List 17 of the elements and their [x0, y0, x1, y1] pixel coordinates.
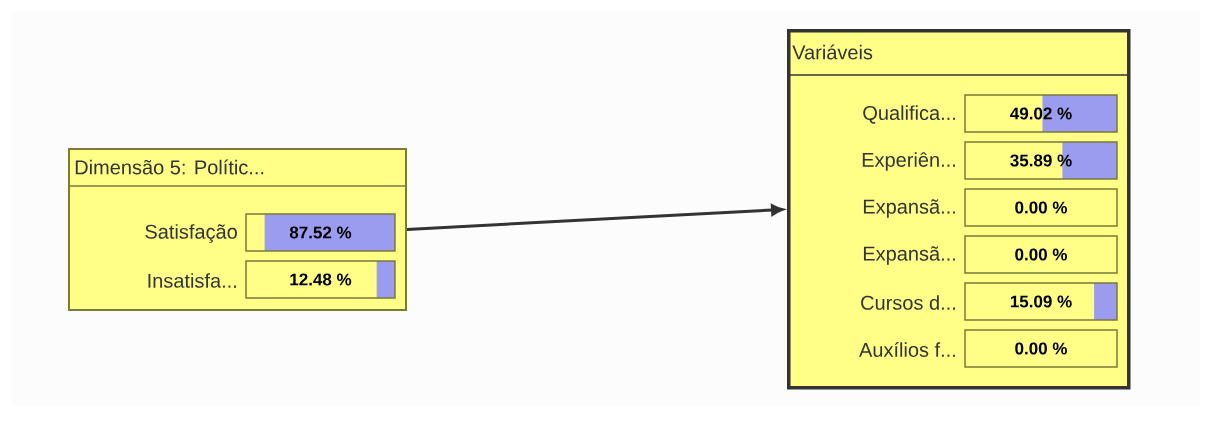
row-label: Qualifica...	[863, 105, 955, 124]
row-label: Satisfação	[145, 224, 237, 243]
row-label: Experiên...	[862, 152, 955, 171]
probability-bar: 0.00 %	[964, 235, 1118, 274]
probability-bar: 0.00 %	[964, 329, 1118, 368]
probability-bar: 87.52 %	[245, 213, 396, 252]
probability-bar: 49.02 %	[964, 94, 1118, 133]
probability-bar: 12.48 %	[245, 260, 396, 299]
probability-bar: 0.00 %	[964, 188, 1118, 227]
row-label: Expansã...	[863, 199, 955, 218]
row-label: Cursos d...	[861, 295, 955, 310]
arrow	[406, 204, 784, 231]
row-label: Auxílios f...	[859, 342, 955, 357]
row-label: Expansã...	[863, 246, 955, 265]
probability-bar: 15.09 %	[964, 282, 1118, 321]
row-label: Insatisfa...	[148, 273, 236, 288]
probability-bar: 35.89 %	[964, 141, 1118, 180]
